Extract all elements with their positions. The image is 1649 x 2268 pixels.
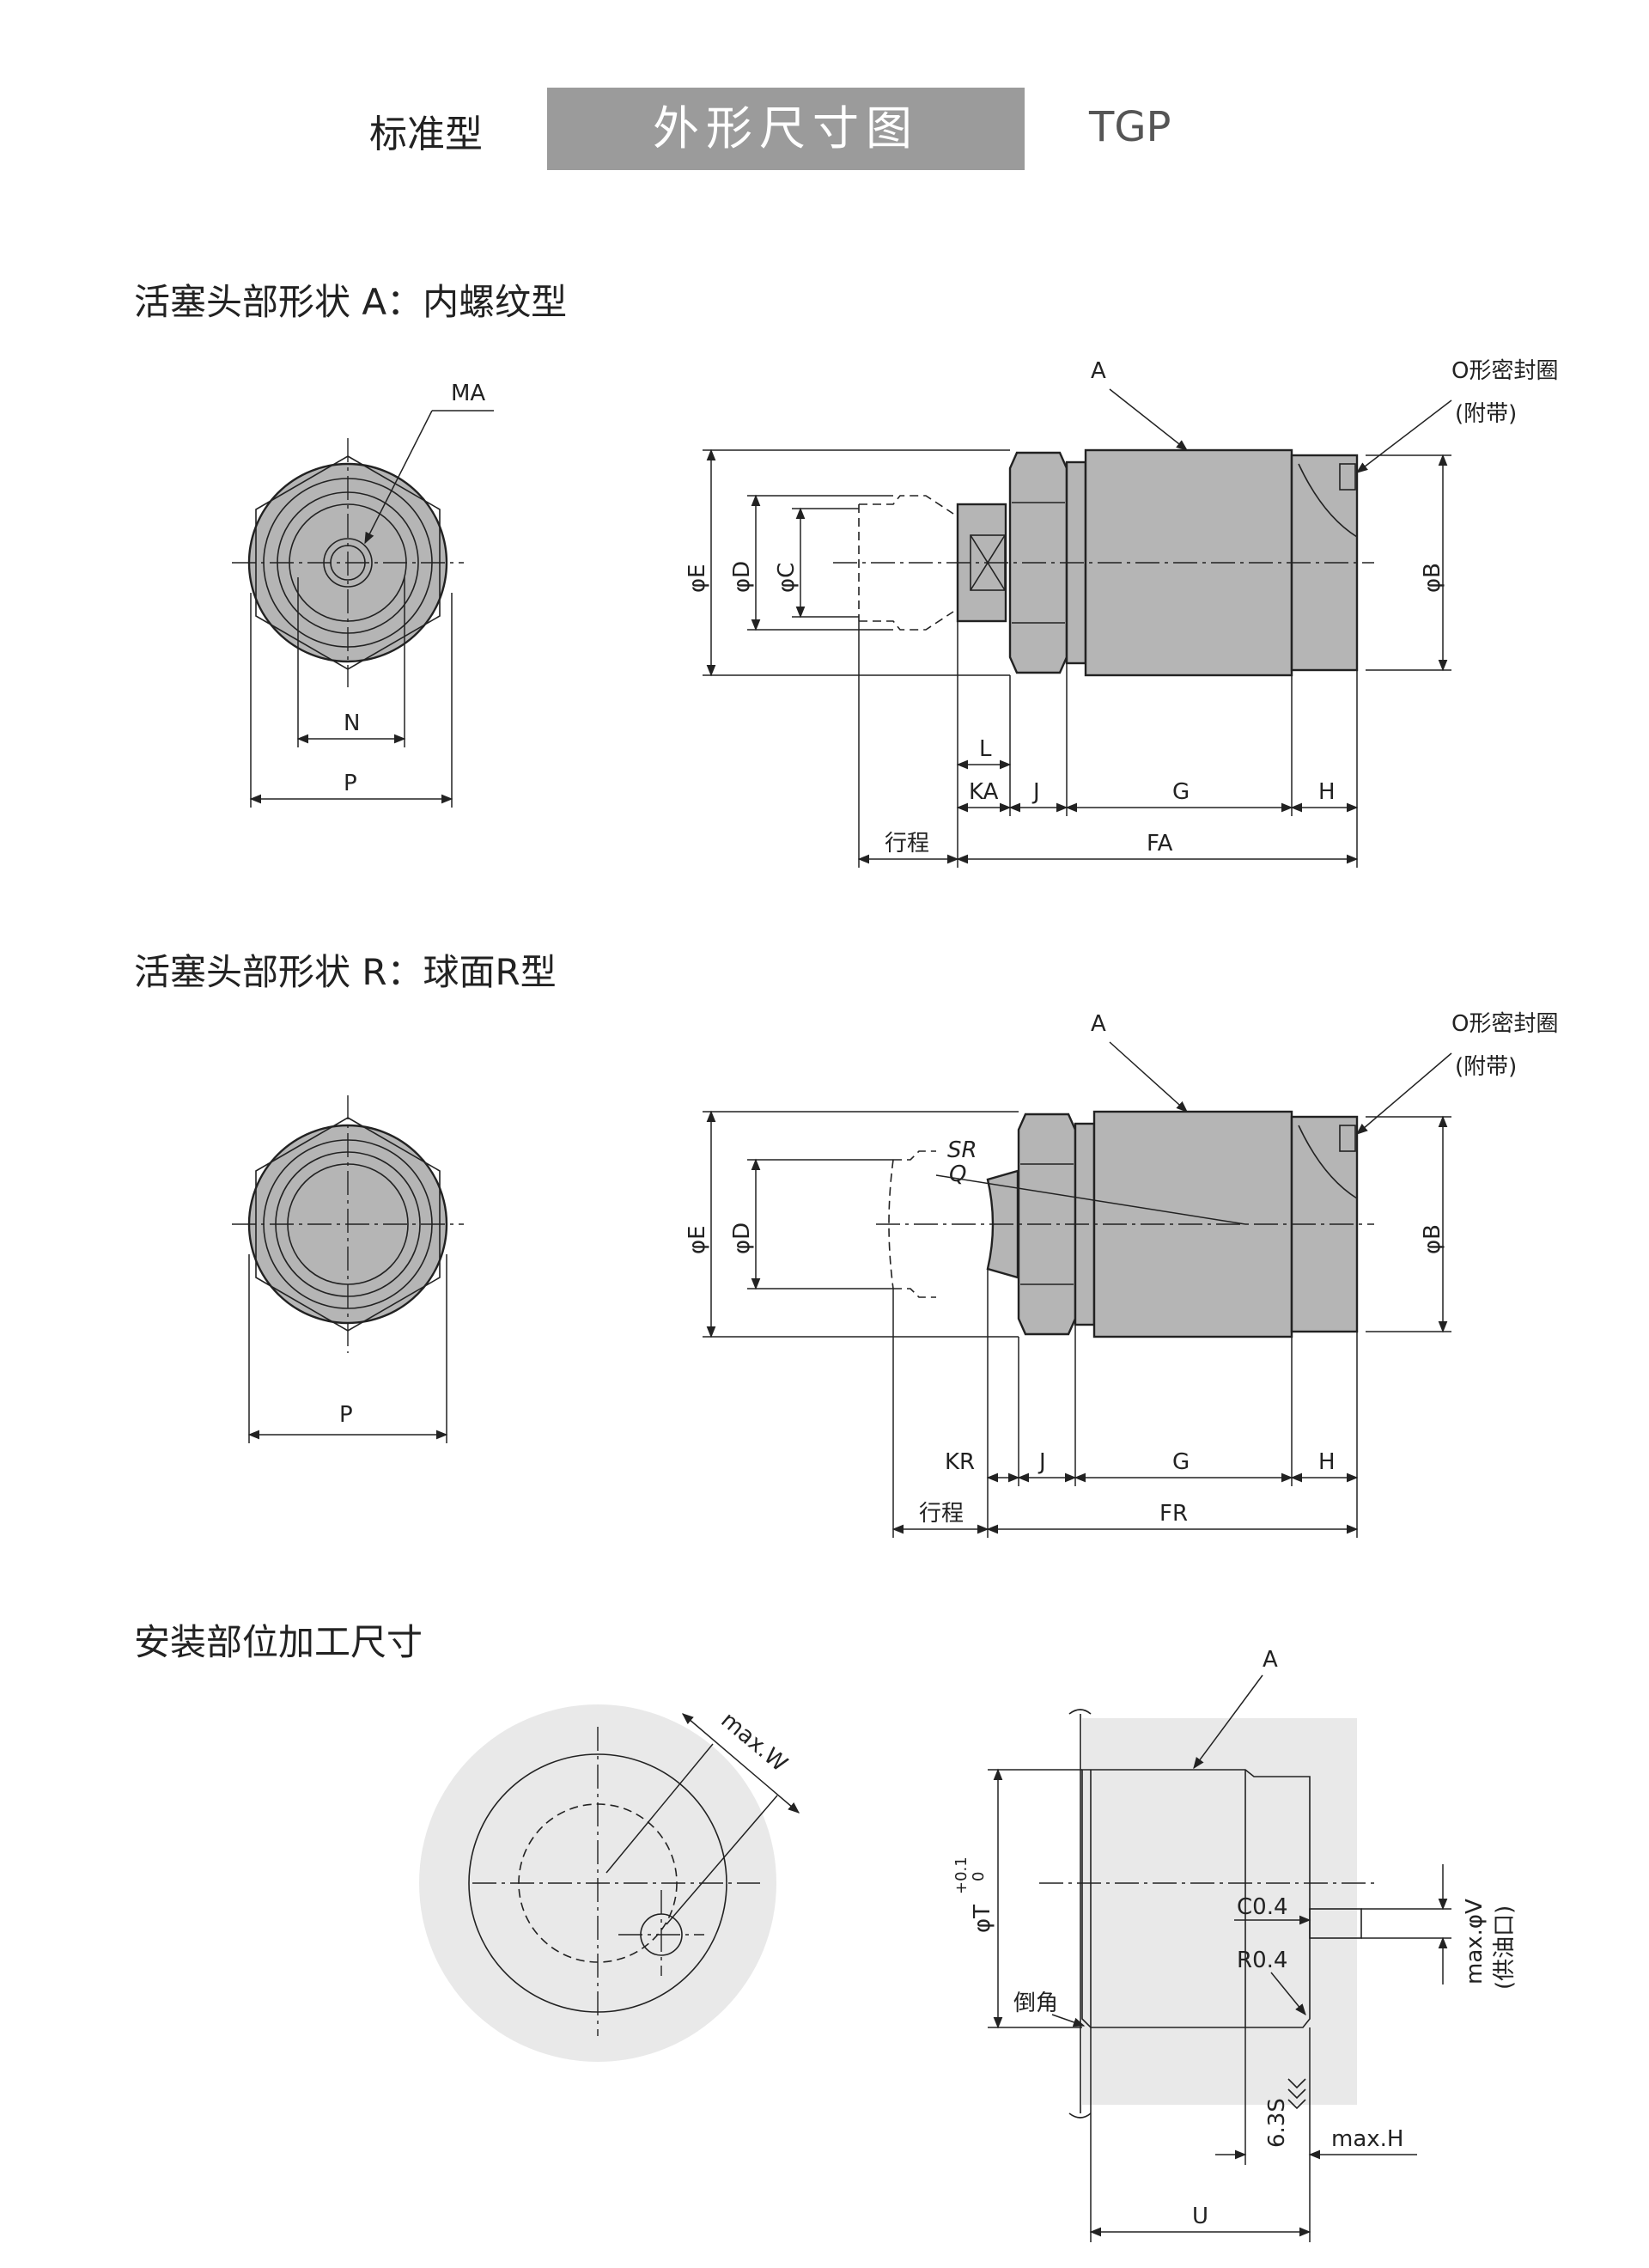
label-P: P <box>344 771 357 796</box>
label-FA: FA <box>1147 831 1173 857</box>
label-oring-supplied-r: (附带) <box>1455 1054 1517 1080</box>
section-r-front-view: P <box>232 1095 464 1443</box>
label-oil-port: (供油口) <box>1492 1905 1518 1990</box>
label-maxH: max.H <box>1331 2126 1403 2152</box>
roughness-symbol <box>1287 2078 1306 2110</box>
label-phiE-r: φE <box>685 1225 710 1254</box>
label-A-mount: A <box>1263 1647 1278 1673</box>
label-A-r: A <box>1091 1011 1106 1037</box>
section-a-side-view: A O形密封圈 (附带) φE φD φC φB L <box>685 358 1558 868</box>
mount-front-view: max.W <box>419 1704 800 2062</box>
header-title-banner: 外形尺寸图 <box>547 88 1025 170</box>
label-oring-supplied: (附带) <box>1455 401 1517 427</box>
page-header: 标准型 外形尺寸图 TGP <box>0 88 1649 170</box>
label-phiB-r: φB <box>1420 1224 1445 1254</box>
label-roughness: 6.3S <box>1264 2098 1290 2148</box>
label-KA: KA <box>969 779 999 805</box>
label-phiE: φE <box>685 564 710 593</box>
label-G: G <box>1172 779 1190 805</box>
section-mount-title: 安装部位加工尺寸 <box>134 1621 423 1663</box>
label-FR: FR <box>1159 1501 1188 1527</box>
label-tol-lower: 0 <box>970 1872 988 1881</box>
label-U: U <box>1192 2204 1208 2229</box>
label-stroke-r: 行程 <box>919 1501 964 1527</box>
label-SR: SR <box>947 1137 977 1163</box>
section-a-front-view: MA N P <box>232 381 494 808</box>
label-oring-r: O形密封圈 <box>1451 1011 1558 1037</box>
label-H: H <box>1318 779 1336 805</box>
label-C04: C0.4 <box>1237 1894 1288 1920</box>
header-type-label: 标准型 <box>369 113 483 156</box>
label-H-r: H <box>1318 1449 1336 1475</box>
label-phiB: φB <box>1420 563 1445 593</box>
header-model-code: TGP <box>1089 103 1171 151</box>
label-tol-upper: +0.1 <box>952 1856 971 1894</box>
label-phiD-r: φD <box>729 1222 755 1254</box>
label-J: J <box>1031 779 1040 805</box>
label-R04: R0.4 <box>1237 1948 1287 1973</box>
label-phiC: φC <box>774 563 800 593</box>
label-maxV: max.φV <box>1462 1899 1488 1984</box>
label-G-r: G <box>1172 1449 1190 1475</box>
label-Q: Q <box>949 1161 966 1187</box>
label-J-r: J <box>1037 1449 1046 1475</box>
section-a-title: 活塞头部形状 A：内螺纹型 <box>134 281 568 323</box>
label-oring: O形密封圈 <box>1451 358 1558 384</box>
label-KR: KR <box>945 1449 975 1475</box>
section-r-side-view: SR Q A O形密封圈 (附带) φE φD φB KR J <box>685 1011 1558 1538</box>
label-phiT: φT <box>970 1905 995 1933</box>
label-A: A <box>1091 358 1106 384</box>
label-MA: MA <box>451 381 485 406</box>
label-N: N <box>344 710 360 736</box>
label-P-r: P <box>339 1402 353 1428</box>
mount-section-view: A φT +0.1 0 倒角 C0.4 R0.4 max.φV (供油口) 6.… <box>952 1647 1518 2242</box>
label-phiD: φD <box>729 561 755 593</box>
section-r-title: 活塞头部形状 R：球面R型 <box>134 951 557 993</box>
label-chamfer: 倒角 <box>1013 1991 1058 2016</box>
label-stroke: 行程 <box>885 831 929 857</box>
label-L: L <box>979 736 992 762</box>
